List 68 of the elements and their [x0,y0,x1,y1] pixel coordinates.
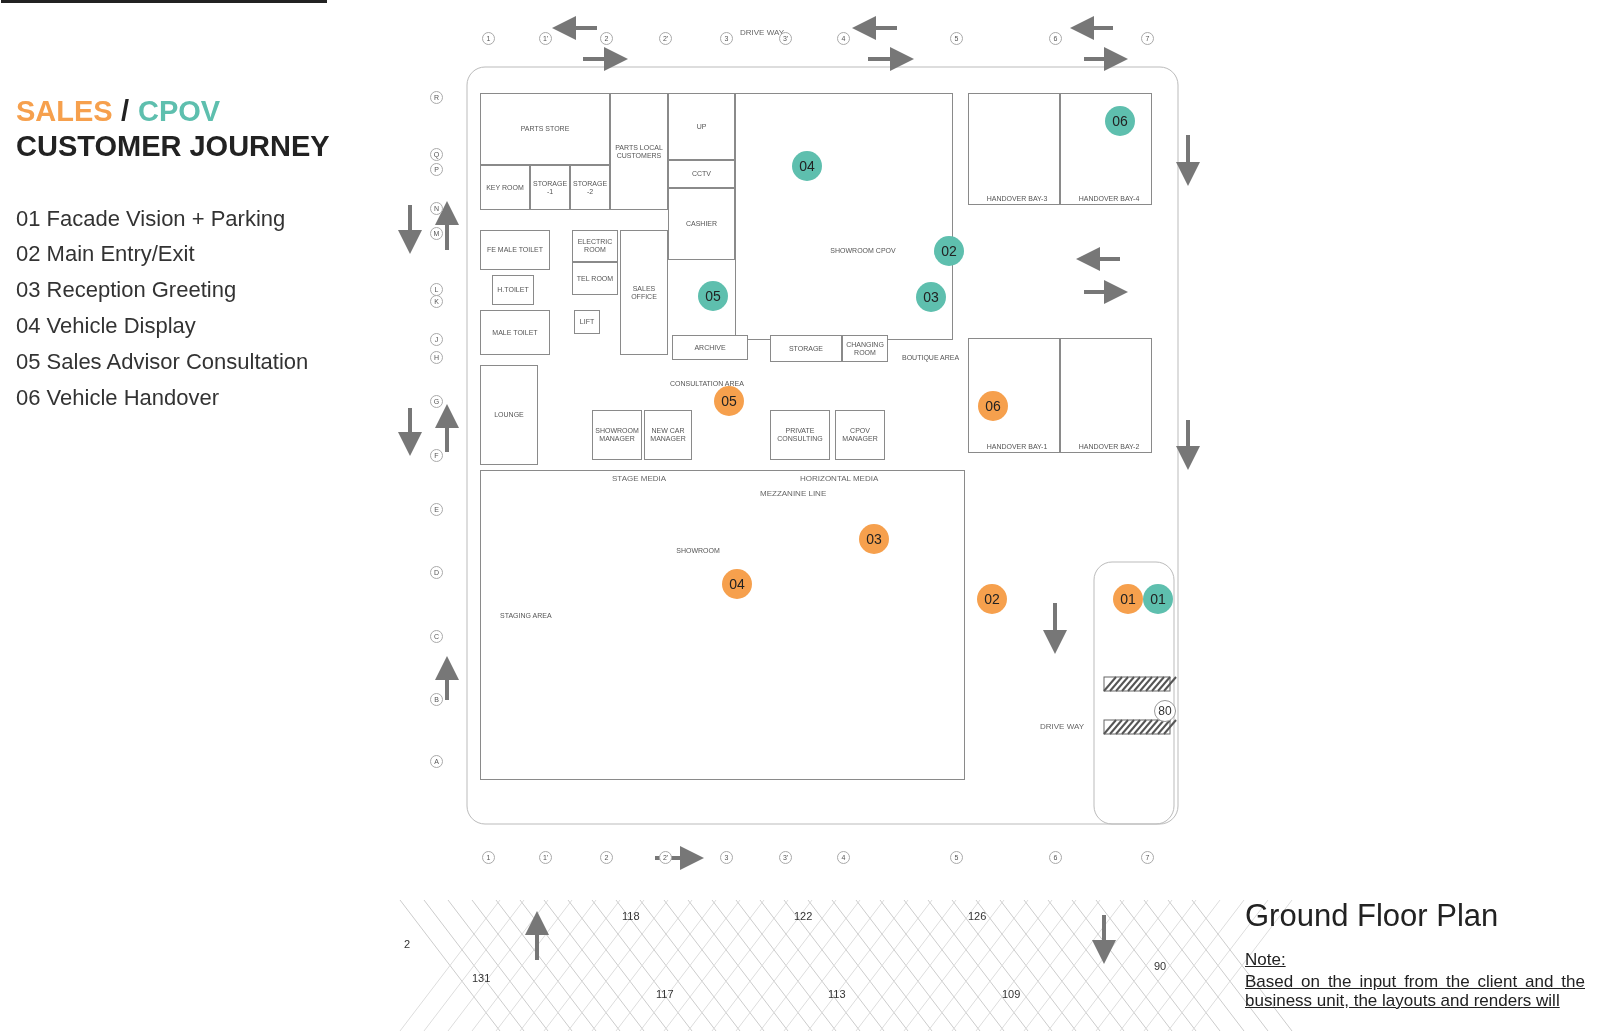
step-marker: 01 [1143,584,1173,614]
caption: Ground Floor Plan [1245,898,1499,934]
heading-text: SALES [16,95,113,128]
room-outline [770,335,842,362]
step-list-item: 04 Vehicle Display [16,313,196,339]
step-marker: 01 [1113,584,1143,614]
parking-number: 118 [622,910,640,922]
room-outline [620,230,668,355]
room-outline [668,188,735,260]
step-marker: 04 [722,569,752,599]
speed-limit-sign: 80 [1154,700,1176,722]
room-outline [530,165,570,210]
step-list-item: 02 Main Entry/Exit [16,241,195,267]
parking-number: 117 [656,988,674,1000]
room-outline [835,410,885,460]
step-marker: 05 [698,281,728,311]
step-marker: 02 [977,584,1007,614]
step-marker: 05 [714,386,744,416]
note-heading: Note: [1245,950,1286,970]
parking-number: 131 [472,972,491,984]
step-list-item: 05 Sales Advisor Consultation [16,349,309,375]
room-outline [672,335,748,360]
room-outline [574,310,600,334]
room-outline [668,160,735,188]
plan-annotation: DRIVE WAY [740,28,784,37]
parking-number: 2 [404,938,411,950]
parking-number: 90 [1154,960,1167,972]
room-outline [492,275,534,305]
room-outline [644,410,692,460]
room-outline [770,410,830,460]
room-outline [572,262,618,295]
plan-annotation: STAGE MEDIA [612,474,667,483]
heading-text: CPOV [138,95,221,128]
step-marker: 06 [1105,106,1135,136]
step-marker: 04 [792,151,822,181]
plan-annotation: HORIZONTAL MEDIA [800,474,879,483]
step-list-item: 06 Vehicle Handover [16,385,220,411]
room-outline [480,230,550,270]
step-marker: 02 [934,236,964,266]
step-marker: 03 [859,524,889,554]
step-list-item: 01 Facade Vision + Parking [16,206,286,232]
room-outline [842,335,888,362]
room-outline [1060,93,1152,205]
plan-annotation: DRIVE WAY [1040,722,1084,731]
parking-number: 113 [828,988,846,1000]
room-outline [480,165,530,210]
step-list-item: 03 Reception Greeting [16,277,237,303]
parking-number: 122 [794,910,813,922]
room-outline [592,410,642,460]
title: CUSTOMER JOURNEY [16,130,330,163]
room-outline [968,93,1060,205]
room-outline [570,165,610,210]
note-text: Based on the input from the client and the business unit, the layouts and renders will [1245,972,1585,1010]
step-marker: 06 [978,391,1008,421]
room-outline [480,310,550,355]
room-outline [1060,338,1152,453]
room-outline [480,365,538,465]
parking-number: 126 [968,910,987,922]
plan-annotation: MEZZANINE LINE [760,489,827,498]
room-outline [610,93,668,210]
room-outline [968,338,1060,453]
room-outline [668,93,735,160]
parking-number: 109 [1002,988,1021,1000]
step-marker: 03 [916,282,946,312]
room-outline [572,230,618,262]
room-outline [480,93,610,165]
heading-text: / [121,95,130,128]
room-outline [480,470,965,780]
